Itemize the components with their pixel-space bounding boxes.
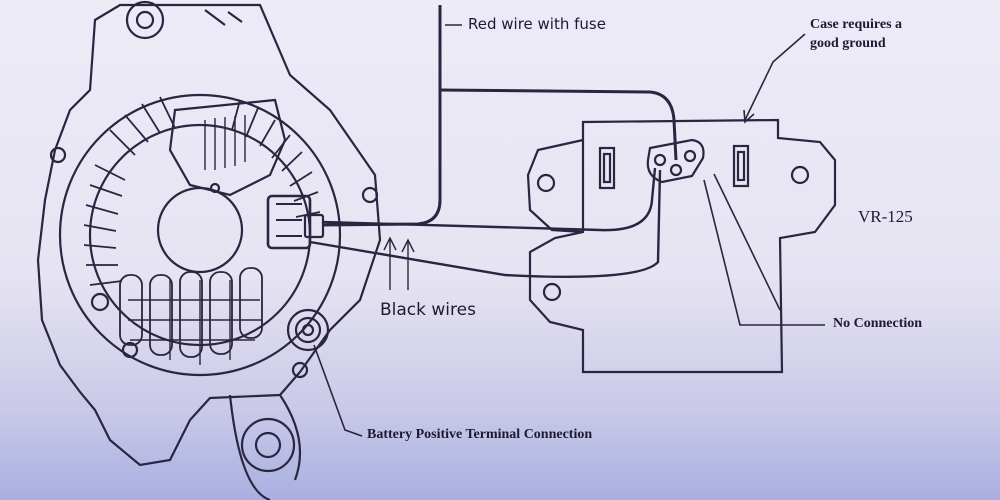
case-ground-line-1: Case requires a bbox=[810, 17, 903, 32]
red-wire-to-regulator bbox=[439, 88, 678, 161]
red-wire-label: Red wire with fuse bbox=[468, 15, 606, 33]
top-mount-hole bbox=[125, 0, 165, 40]
battery-terminal-stud bbox=[286, 308, 330, 352]
no-connection-label: No Connection bbox=[833, 316, 923, 331]
black-wires-arrow-1 bbox=[383, 236, 397, 290]
black-wires-arrow-2 bbox=[401, 238, 415, 290]
regulator-terminal-left bbox=[598, 146, 616, 190]
alternator bbox=[36, 0, 382, 500]
model-label: VR-125 bbox=[858, 207, 913, 226]
fan-outer-ring bbox=[58, 93, 342, 377]
regulator-mount-hole-right bbox=[790, 165, 810, 185]
regulator-terminal-right bbox=[732, 144, 750, 188]
red-wire bbox=[321, 5, 442, 227]
voltage-regulator bbox=[313, 33, 837, 437]
regulator-3-pin-plug bbox=[646, 138, 705, 184]
battery-leader bbox=[313, 344, 363, 437]
alternator-housing bbox=[36, 3, 382, 467]
case-ground-leader bbox=[744, 33, 806, 121]
alternator-plug bbox=[266, 194, 312, 250]
fan-slots bbox=[83, 96, 321, 358]
left-mount-hole bbox=[49, 146, 67, 164]
regulator-mount-hole-left bbox=[536, 173, 556, 193]
rotor-hub bbox=[156, 186, 244, 274]
black-wires-label: Black wires bbox=[380, 300, 476, 320]
regulator-body bbox=[528, 118, 837, 374]
no-connection-leader bbox=[703, 173, 825, 326]
case-ground-line-2: good ground bbox=[810, 36, 886, 51]
black-wire-2 bbox=[309, 169, 662, 278]
wires bbox=[309, 5, 678, 290]
lower-mount-ear bbox=[228, 394, 302, 500]
brush-holder bbox=[168, 98, 287, 197]
black-wire-1 bbox=[321, 167, 657, 232]
lower-mount-hole bbox=[240, 417, 296, 473]
case-ground-label: Case requires a good ground bbox=[810, 15, 902, 53]
battery-terminal-label: Battery Positive Terminal Connection bbox=[367, 427, 593, 442]
